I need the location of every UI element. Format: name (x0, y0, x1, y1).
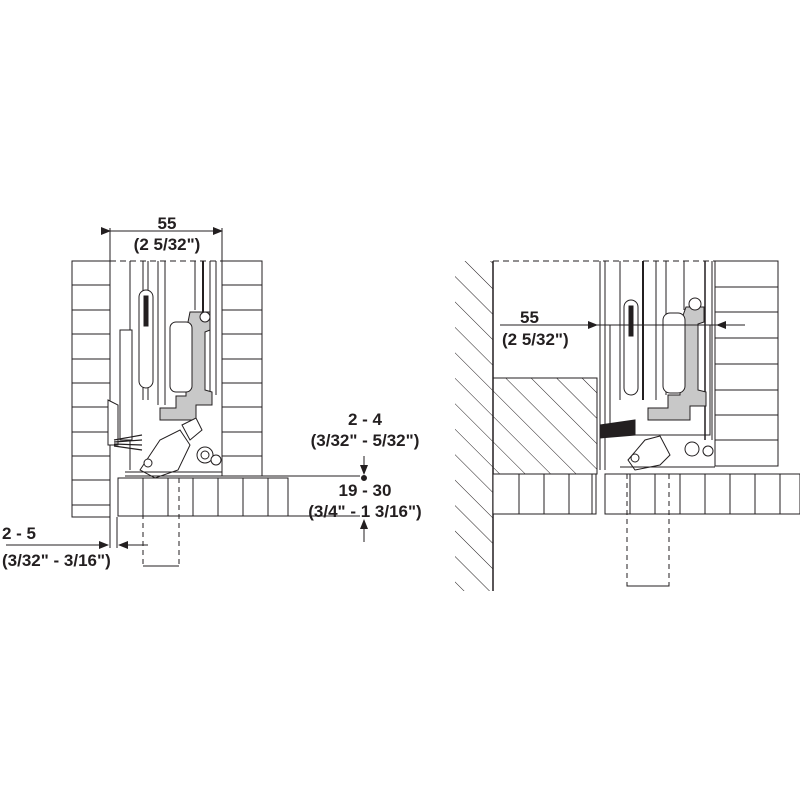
face-frame-hatched (492, 377, 598, 475)
right-width-imperial: (2 5/32") (502, 330, 569, 349)
right-drawer-side-panel (714, 260, 779, 467)
gap-imperial: (3/32" - 5/32") (310, 431, 420, 450)
right-drawer-bottom-panels (492, 473, 800, 515)
thickness-imperial: (3/4" - 1 3/16") (308, 502, 422, 521)
side-gap-imperial: (3/32" - 3/16") (2, 551, 111, 570)
left-width-metric: 55 (157, 214, 177, 233)
left-locking-device (139, 429, 191, 479)
left-drawer-bottom-panel (117, 477, 360, 517)
left-brush-bumper (113, 434, 143, 451)
left-width-imperial: (2 5/32") (133, 235, 201, 254)
gap-metric: 2 - 4 (347, 410, 383, 429)
left-view (6, 227, 368, 567)
right-width-metric: 55 (520, 308, 539, 327)
right-bumper (599, 419, 636, 439)
side-gap-metric: 2 - 5 (2, 524, 37, 543)
right-locking-device (627, 435, 671, 471)
left-slide-rails (129, 261, 217, 470)
right-view (455, 260, 800, 591)
cabinet-wall-hatched (455, 261, 493, 591)
left-cabinet-side-panel (71, 260, 111, 518)
thickness-metric: 19 - 30 (338, 481, 392, 500)
left-drawer-side-panel (221, 260, 263, 477)
right-slide-bracket (647, 306, 707, 421)
